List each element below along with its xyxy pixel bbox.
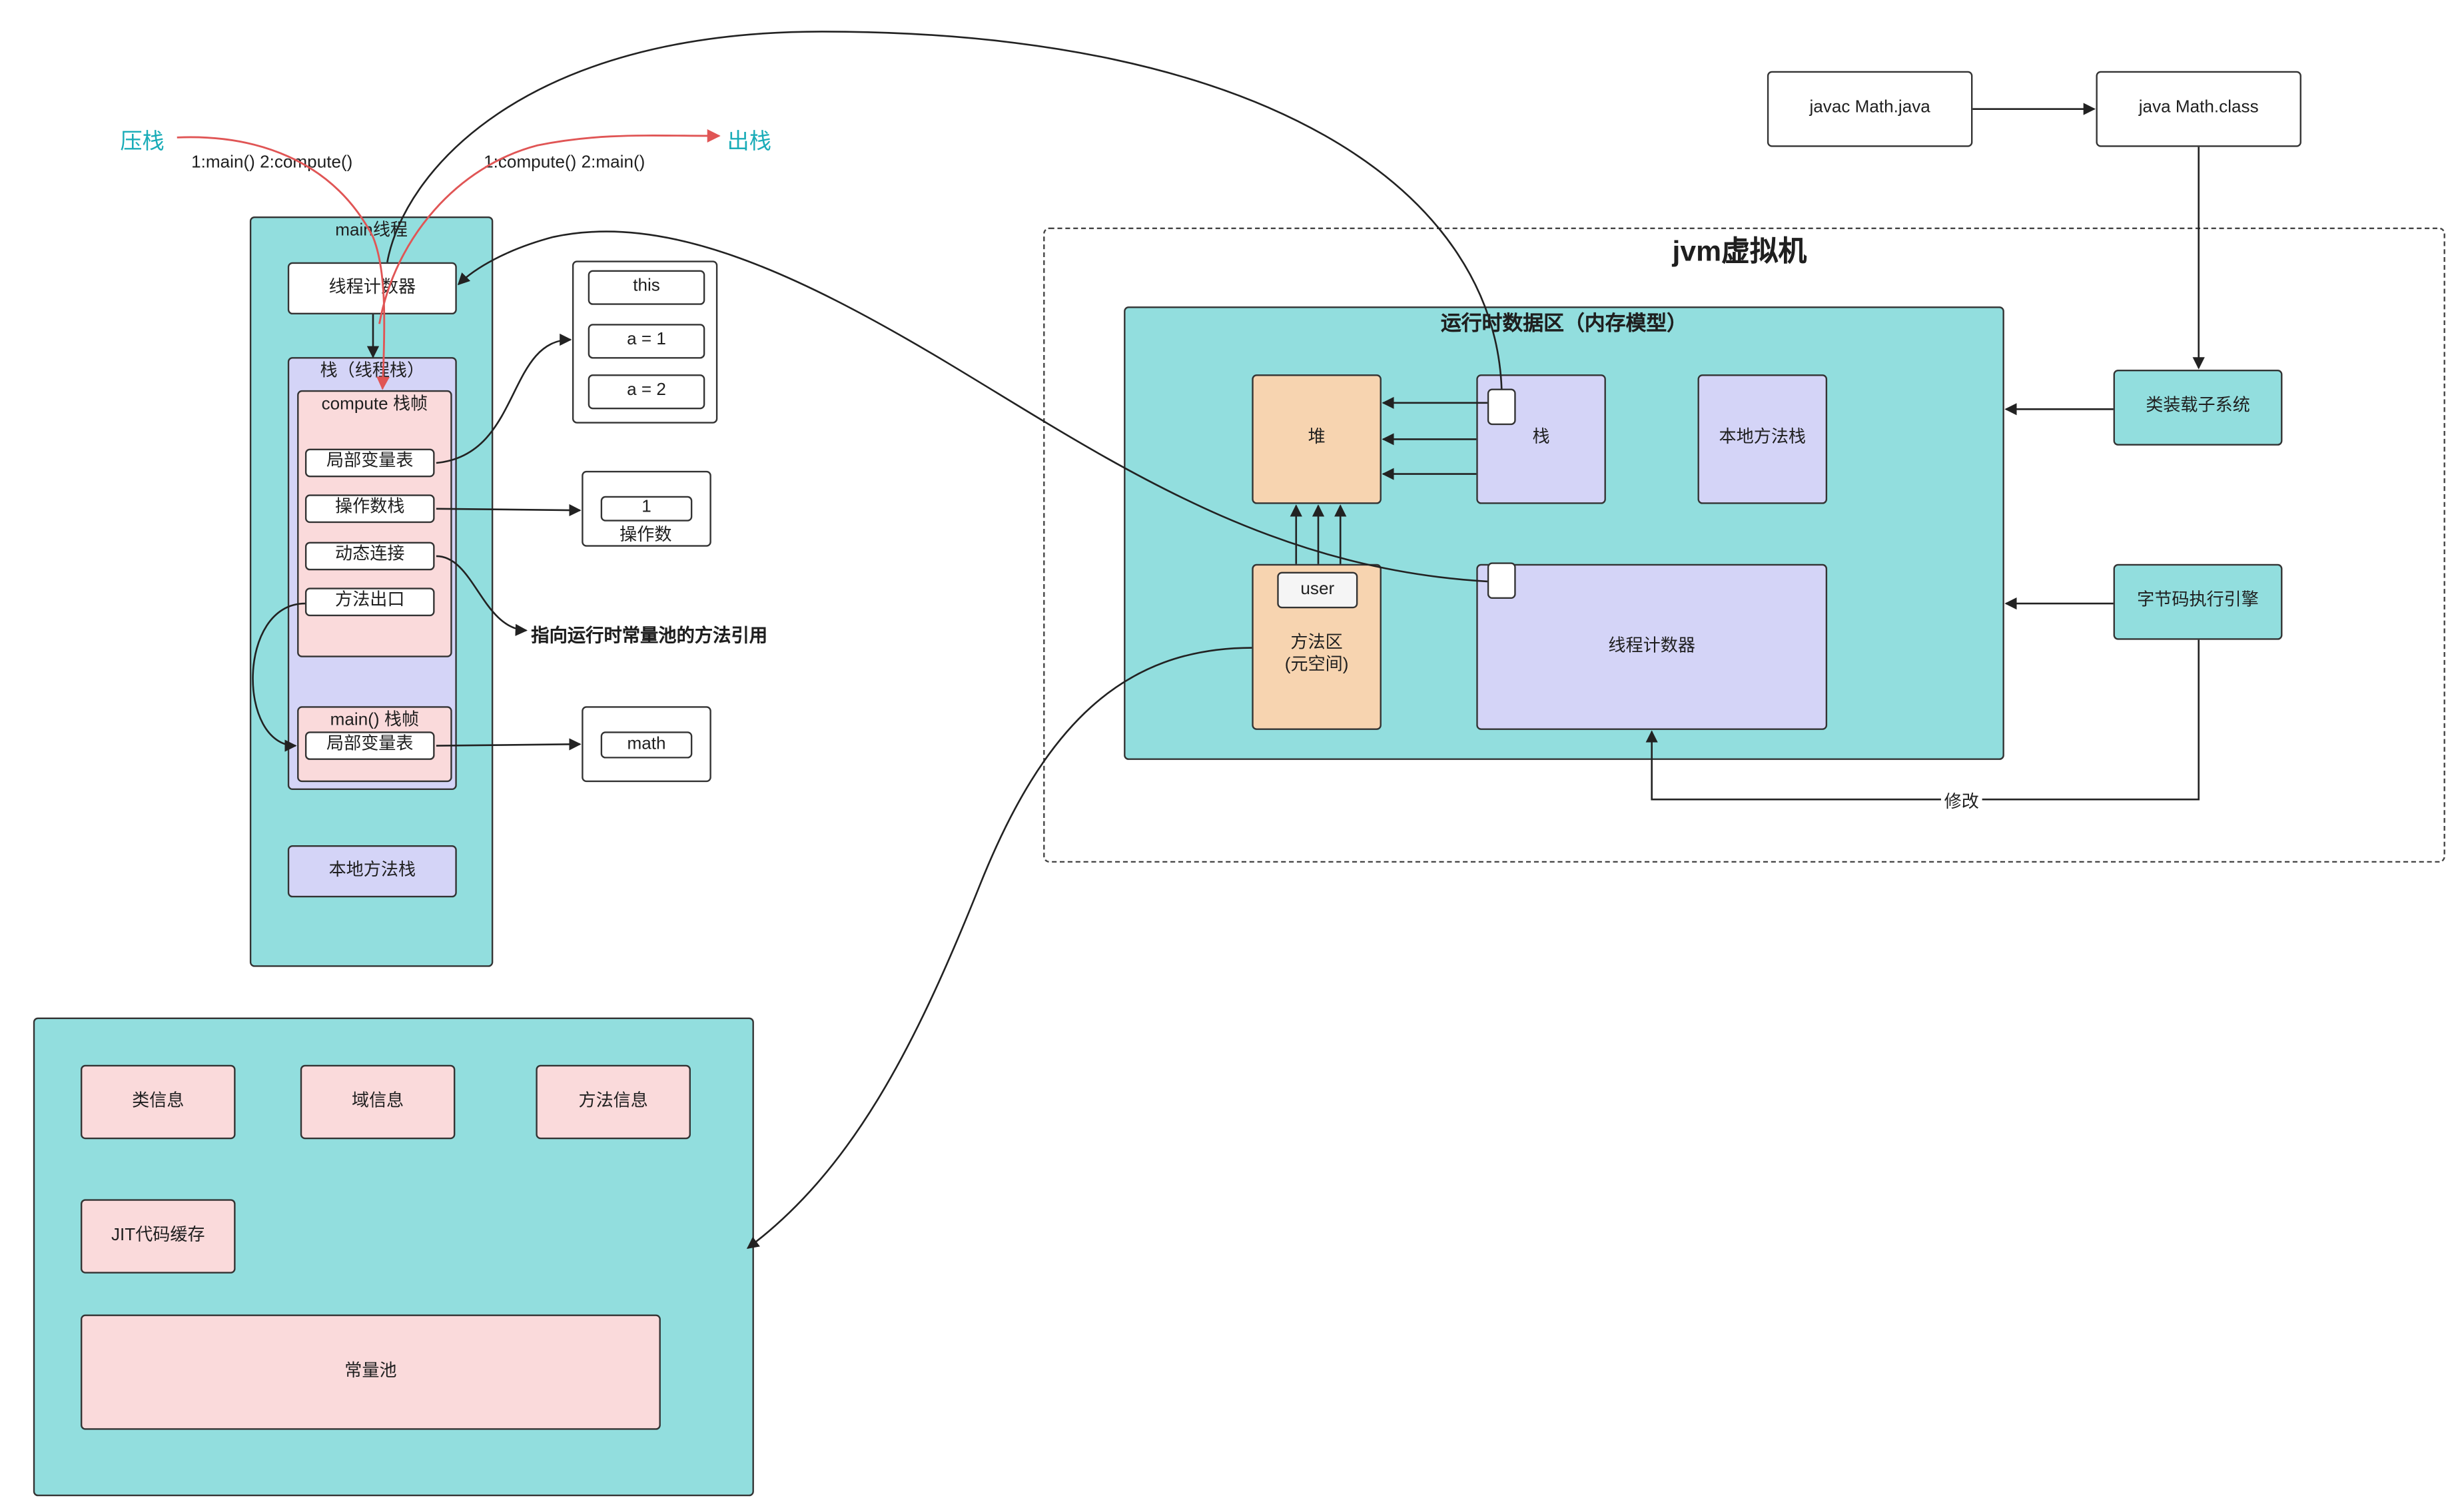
thread-native-stack: 本地方法栈 — [287, 845, 457, 898]
jit-cache-label: JIT代码缓存 — [111, 1225, 205, 1245]
operand-value-box: 1 — [600, 496, 693, 522]
javac-box: javac Math.java — [1767, 71, 1973, 147]
thread-native-stack-label: 本地方法栈 — [328, 860, 416, 880]
compute-operand-stack-label: 操作数栈 — [335, 498, 405, 517]
compute-frame-title: compute 栈帧 — [321, 395, 428, 414]
curve-locals-to-detail — [436, 333, 572, 464]
local-var-this: this — [588, 270, 705, 305]
jit-cache-box: JIT代码缓存 — [81, 1199, 236, 1274]
method-info-box: 方法信息 — [536, 1064, 691, 1140]
pop-arrow — [378, 129, 721, 324]
curve-counter-to-thread-counter — [457, 230, 1487, 583]
compute-method-exit: 方法出口 — [304, 587, 435, 617]
method-area-label: 方法区 (元空间) — [1284, 633, 1349, 674]
main-local-vars-label: 局部变量表 — [326, 735, 414, 754]
jvm-boundary — [1043, 227, 2445, 863]
bytecode-engine-label: 字节码执行引擎 — [2137, 591, 2259, 610]
stack-handle — [1487, 388, 1516, 426]
arrow-main-locals-to-detail — [436, 738, 582, 751]
program-counter-handle — [1487, 562, 1516, 599]
curve-method-area-to-detail — [746, 647, 1252, 1249]
java-class-label: java Math.class — [2138, 98, 2259, 117]
class-info-box: 类信息 — [81, 1064, 236, 1140]
java-class-box: java Math.class — [2096, 71, 2301, 147]
program-counter-label: 线程计数器 — [1608, 636, 1695, 655]
stack-label: 栈 — [1532, 428, 1550, 448]
math-value-box: math — [600, 731, 693, 759]
runtime-data-area-title: 运行时数据区（内存模型） — [1440, 311, 1688, 335]
class-loader-box: 类装载子系统 — [2113, 370, 2283, 446]
class-loader-label: 类装载子系统 — [2146, 396, 2250, 416]
stack-box: 栈 — [1476, 374, 1606, 504]
pop-label: 出栈 — [727, 128, 771, 154]
arrow-operand-to-detail — [436, 504, 582, 517]
constant-pool-box: 常量池 — [81, 1314, 661, 1430]
main-local-vars: 局部变量表 — [304, 731, 435, 760]
thread-program-counter: 线程计数器 — [287, 262, 457, 315]
operand-caption: 操作数 — [619, 526, 672, 546]
push-arrow — [177, 136, 390, 390]
push-label: 压栈 — [120, 128, 165, 154]
compute-local-vars-label: 局部变量表 — [326, 452, 414, 472]
local-var-this-label: this — [633, 276, 660, 296]
compute-local-vars: 局部变量表 — [304, 448, 435, 478]
modify-label: 修改 — [1940, 788, 1982, 814]
constant-pool-label: 常量池 — [344, 1361, 397, 1381]
compute-dynamic-link: 动态连接 — [304, 542, 435, 571]
program-counter-box: 线程计数器 — [1476, 564, 1828, 730]
compute-operand-stack: 操作数栈 — [304, 494, 435, 524]
field-info-label: 域信息 — [351, 1091, 404, 1110]
local-var-a2: a = 2 — [588, 374, 705, 410]
push-order: 1:main() 2:compute() — [191, 153, 353, 173]
curve-method-exit-to-main — [252, 602, 305, 752]
compute-dynamic-link-label: 动态连接 — [335, 545, 405, 565]
pop-order: 1:compute() 2:main() — [484, 153, 645, 173]
thread-program-counter-label: 线程计数器 — [328, 277, 416, 297]
operand-value: 1 — [641, 498, 651, 517]
jvm-title: jvm虚拟机 — [1672, 235, 1807, 267]
heap-label: 堆 — [1308, 428, 1326, 448]
curve-dynamic-link-note — [436, 555, 528, 636]
heap-box: 堆 — [1252, 374, 1382, 504]
compute-method-exit-label: 方法出口 — [335, 591, 405, 610]
local-var-a2-label: a = 2 — [627, 380, 666, 400]
user-label: user — [1300, 579, 1335, 599]
arrow-engine-modify-counter — [1645, 639, 2200, 801]
thread-stack-title: 栈（线程栈） — [320, 362, 425, 381]
javac-label: javac Math.java — [1809, 98, 1930, 117]
field-info-box: 域信息 — [300, 1064, 456, 1140]
user-box: user — [1277, 571, 1358, 609]
main-frame-title: main() 栈帧 — [330, 711, 420, 730]
method-info-label: 方法信息 — [578, 1091, 648, 1110]
curve-stack-to-thread-counter — [386, 31, 1503, 389]
dynamic-link-note: 指向运行时常量池的方法引用 — [531, 627, 768, 647]
local-var-a1: a = 1 — [588, 324, 705, 359]
native-method-stack-label: 本地方法栈 — [1719, 428, 1807, 448]
math-value: math — [627, 734, 666, 753]
class-info-label: 类信息 — [132, 1091, 185, 1110]
local-var-a1-label: a = 1 — [627, 330, 666, 350]
native-method-stack-box: 本地方法栈 — [1697, 374, 1828, 504]
bytecode-engine-box: 字节码执行引擎 — [2113, 564, 2283, 640]
